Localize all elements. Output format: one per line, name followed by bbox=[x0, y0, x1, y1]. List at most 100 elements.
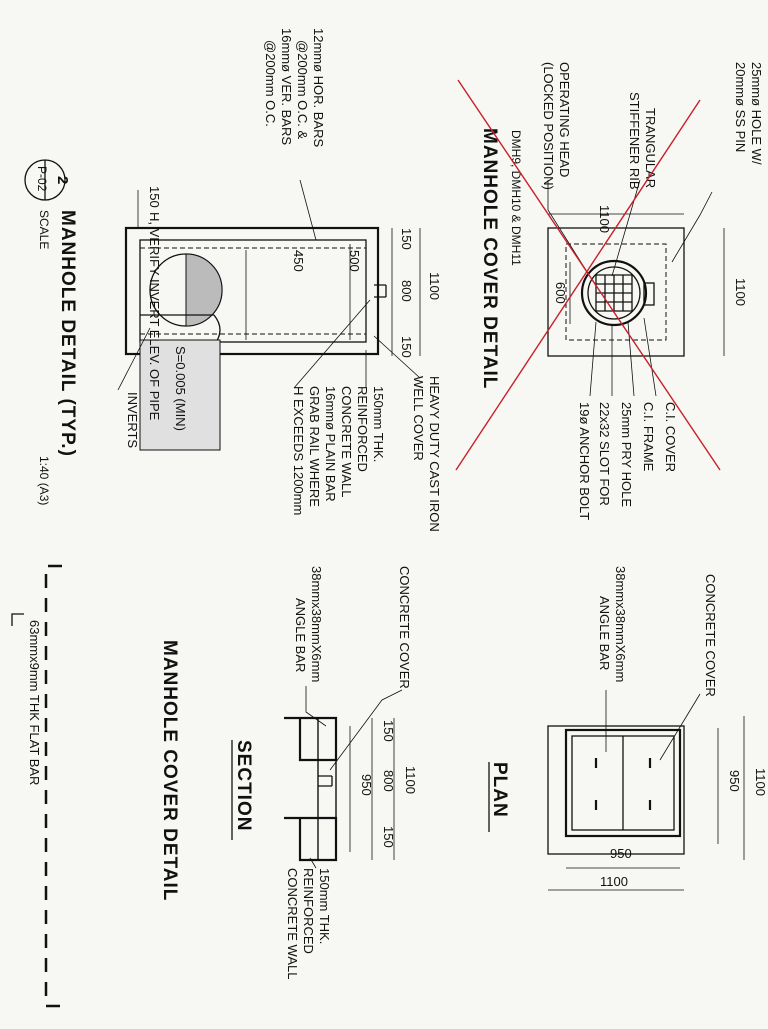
cover-dim-right: 1100 bbox=[733, 278, 748, 306]
cover-circle-outer bbox=[580, 259, 648, 327]
outlet-pipe-body bbox=[139, 339, 221, 451]
cover-frame-dashed bbox=[565, 243, 667, 341]
manhole-detail-drawing: 1100 150 800 150 450 500 12mmø HOR. BARS… bbox=[24, 28, 442, 532]
label-wall-1: 150mm THK. bbox=[371, 386, 386, 462]
section-dim-total: 1100 bbox=[403, 766, 418, 794]
cover-detail-drawing: 1100 1100 600 25mmø HOLE W/ 20mmø SS PIN… bbox=[455, 62, 764, 520]
section-dim-wall-1: 150 bbox=[381, 720, 396, 742]
section-cover bbox=[317, 717, 337, 861]
leader-operating-head bbox=[547, 180, 597, 287]
section-handle bbox=[318, 775, 333, 787]
manhole-dim-wall-2: 150 bbox=[399, 336, 414, 358]
label-bars-3: 16mmø VER. BARS bbox=[279, 28, 294, 145]
plan-title: PLAN bbox=[489, 762, 510, 818]
callout-number: 2 bbox=[54, 176, 71, 184]
manhole-dim-wall-1: 150 bbox=[399, 228, 414, 250]
leader-section-angle bbox=[305, 686, 327, 727]
label-grab-1: 16mmø PLAIN BAR bbox=[323, 386, 338, 502]
leader-well-cover bbox=[373, 335, 421, 379]
label-pry-hole: 25mm PRY HOLE bbox=[619, 402, 634, 507]
section-label-angle-2: ANGLE BAR bbox=[293, 598, 308, 672]
label-slope: S=0.005 (MIN) bbox=[173, 346, 188, 431]
manhole-dim-500: 500 bbox=[347, 250, 362, 272]
section-label-wall-1: 150mm THK. bbox=[317, 868, 332, 944]
plan-cover bbox=[564, 728, 682, 838]
section-label-angle-1: 38mmx38mmX6mm bbox=[309, 566, 324, 682]
label-inverts: INVERTS bbox=[125, 392, 140, 448]
cover-ids: DMH9, DMH10 & DMH11 bbox=[509, 130, 523, 266]
plan-label-angle-1: 38mmx38mmX6mm bbox=[613, 566, 628, 682]
manhole-dim-450: 450 bbox=[291, 250, 306, 272]
plan-handles bbox=[594, 758, 652, 810]
label-operating-2: (LOCKED POSITION) bbox=[541, 62, 556, 190]
label-bars-4: @200mm O.C. bbox=[263, 40, 278, 127]
scale-label: SCALE bbox=[37, 210, 51, 249]
crop-frame bbox=[44, 564, 62, 1008]
cover-dim-top: 1100 bbox=[597, 205, 612, 233]
label-bars-2: @200mm O.C. & bbox=[295, 40, 310, 139]
plan-label-angle-2: ANGLE BAR bbox=[597, 596, 612, 670]
red-strike-2 bbox=[455, 99, 701, 471]
label-slot-2: 19ø ANCHOR BOLT bbox=[577, 402, 592, 520]
leader-slot bbox=[589, 321, 597, 397]
manhole-dim-total: 1100 bbox=[427, 272, 442, 300]
grab-rail bbox=[374, 284, 387, 298]
label-wall-3: CONCRETE WALL bbox=[339, 386, 354, 497]
section-label-wall-3: CONCRETE WALL bbox=[285, 868, 300, 979]
manhole-inner-wall bbox=[139, 239, 367, 343]
label-h-verify: H, VERIFY INVERT ELEV. OF PIPE bbox=[147, 212, 162, 421]
label-ci-cover: C.I. COVER bbox=[663, 402, 678, 472]
plan-dim-total: 1100 bbox=[753, 768, 768, 796]
label-slot-1: 22x32 SLOT FOR bbox=[597, 402, 612, 506]
leader-ci-cover bbox=[643, 317, 657, 397]
cover-detail-title-bottom: MANHOLE COVER DETAIL bbox=[159, 640, 180, 901]
operating-head bbox=[643, 282, 655, 306]
leader-rib bbox=[611, 179, 641, 277]
section-view-drawing: 1100 150 800 150 950 CONCRETE COVER 38mm… bbox=[231, 566, 418, 979]
plan-dim-bottom-total: 1100 bbox=[600, 874, 628, 889]
manhole-outer-wall bbox=[124, 226, 380, 356]
plan-view-drawing: 1100 950 950 1100 CONCRETE COVER 38mmx38… bbox=[488, 566, 768, 891]
label-wall-2: REINFORCED bbox=[355, 386, 370, 472]
label-grab-3: H EXCEEDS 1200mm bbox=[291, 386, 306, 515]
cover-dim-inner: 600 bbox=[553, 282, 568, 304]
flat-bar-note: 63mmx9mm THK FLAT BAR bbox=[27, 620, 42, 785]
leader-section-wall bbox=[309, 857, 317, 869]
cover-detail-title-top: MANHOLE COVER DETAIL bbox=[479, 128, 500, 389]
leader-bars bbox=[299, 179, 317, 241]
leader-ci-frame bbox=[627, 321, 635, 397]
leader-section-cover bbox=[329, 689, 403, 771]
leader-pin bbox=[671, 191, 713, 263]
label-150: 150 bbox=[147, 186, 162, 208]
section-label-cover: CONCRETE COVER bbox=[397, 566, 412, 689]
label-hole: 25mmø HOLE W/ bbox=[749, 62, 764, 165]
rebar-lines bbox=[140, 247, 366, 335]
section-dim-inner: 800 bbox=[381, 770, 396, 792]
plan-label-cover: CONCRETE COVER bbox=[703, 574, 718, 697]
cover-circle-inner bbox=[587, 266, 641, 320]
label-cast-iron-2: WELL COVER bbox=[411, 376, 426, 461]
section-dim-950: 950 bbox=[359, 774, 374, 796]
red-strike-1 bbox=[457, 79, 721, 471]
scale-value: 1:40 (A3) bbox=[37, 456, 51, 505]
label-bars-1: 12mmø HOR. BARS bbox=[311, 28, 326, 148]
label-pin: 20mmø SS PIN bbox=[733, 62, 748, 152]
pipe-hatch bbox=[185, 253, 223, 327]
callout-sheet: P-02 bbox=[35, 166, 49, 192]
plan-dim-bottom-inner: 950 bbox=[610, 846, 632, 861]
label-operating-1: OPERATING HEAD bbox=[557, 62, 572, 177]
manhole-dim-inner: 800 bbox=[399, 280, 414, 302]
label-ci-frame: C.I. FRAME bbox=[641, 402, 656, 472]
section-title: SECTION bbox=[233, 740, 254, 831]
manhole-detail-title: MANHOLE DETAIL (TYP.) bbox=[57, 210, 78, 457]
leader-inverts bbox=[117, 327, 151, 391]
section-label-wall-2: REINFORCED bbox=[301, 868, 316, 954]
plan-outer bbox=[547, 725, 685, 855]
label-cast-iron-1: HEAVY DUTY CAST IRON bbox=[427, 376, 442, 532]
label-grab-2: GRAB RAIL WHERE bbox=[307, 386, 322, 507]
leader-plan-cover bbox=[659, 693, 701, 761]
label-rib-2: STIFFENER RIB bbox=[627, 92, 642, 190]
leader-grab-rail bbox=[293, 299, 371, 389]
